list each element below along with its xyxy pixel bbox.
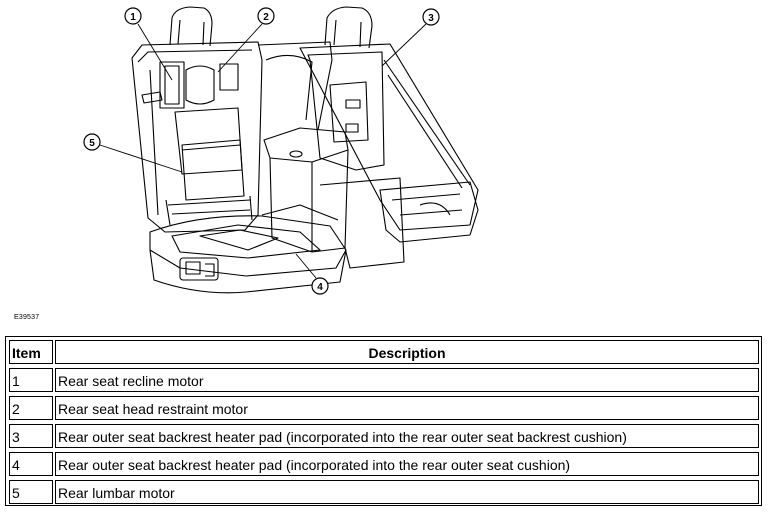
svg-text:1: 1 [130,12,136,23]
callout-2: 2 [217,7,275,73]
row-item: 3 [9,424,53,448]
figure-reference: E39537 [14,314,40,321]
svg-text:3: 3 [428,13,434,24]
header-item: Item [9,340,53,364]
legend-table: Item Description 1 Rear seat recline mot… [5,336,762,506]
svg-text:4: 4 [317,282,323,293]
header-description: Description [55,340,759,364]
seat-diagram: 1 2 3 4 5 [83,6,479,295]
callout-5: 5 [83,133,183,173]
row-description: Rear outer seat backrest heater pad (inc… [55,424,759,448]
table-row: 1 Rear seat recline motor [6,368,761,392]
callout-4: 4 [295,253,329,295]
callout-1: 1 [124,7,173,81]
svg-text:2: 2 [263,12,269,23]
row-item: 4 [9,452,53,476]
row-description: Rear seat head restraint motor [55,396,759,420]
row-description: Rear lumbar motor [55,480,759,504]
table-row: 4 Rear outer seat backrest heater pad (i… [6,452,761,476]
table-row: 3 Rear outer seat backrest heater pad (i… [6,424,761,448]
row-description: Rear seat recline motor [55,368,759,392]
table-row: 5 Rear lumbar motor [6,480,761,504]
row-item: 1 [9,368,53,392]
svg-text:5: 5 [89,138,95,149]
table-row: 2 Rear seat head restraint motor [6,396,761,420]
row-item: 2 [9,396,53,420]
row-item: 5 [9,480,53,504]
row-description: Rear outer seat backrest heater pad (inc… [55,452,759,476]
callout-3: 3 [381,8,440,67]
table-header-row: Item Description [6,340,761,364]
